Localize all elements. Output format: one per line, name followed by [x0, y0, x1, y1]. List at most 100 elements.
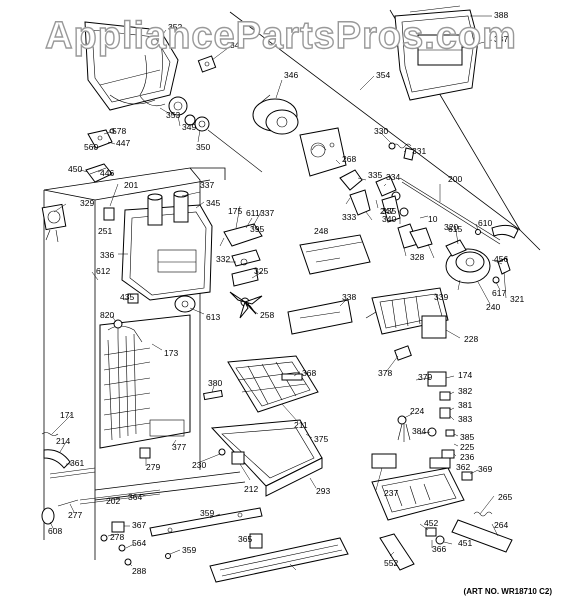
fan-268 — [41, 203, 67, 243]
callout-578: 578 — [112, 126, 126, 136]
base-rail-277 — [149, 507, 263, 537]
callout-820: 820 — [100, 310, 114, 320]
drain-tube — [41, 432, 96, 479]
callout-452: 452 — [424, 518, 438, 528]
callout-385: 385 — [460, 432, 474, 442]
callout-248: 248 — [314, 226, 328, 236]
callout-334: 334 — [386, 172, 400, 182]
ice-pan — [210, 419, 323, 497]
rail-202 — [79, 489, 161, 505]
callout-365: 365 — [238, 534, 252, 544]
callout-340: 340 — [382, 214, 396, 224]
fan-bracket — [223, 223, 263, 287]
callout-332: 332 — [216, 254, 230, 264]
dispenser-door — [394, 5, 479, 101]
callout-346: 346 — [284, 70, 298, 80]
callout-610: 610 — [478, 218, 492, 228]
callout-564: 564 — [132, 538, 146, 548]
ice-maker-820 — [365, 287, 449, 339]
grille-288 — [209, 537, 349, 583]
callout-617: 617 — [492, 288, 506, 298]
callout-278: 278 — [110, 532, 124, 542]
motor-435 — [174, 295, 196, 313]
callout-352: 352 — [168, 22, 182, 32]
callout-330: 330 — [374, 126, 388, 136]
callout-325: 325 — [254, 266, 268, 276]
auger-motor — [252, 94, 299, 135]
mounting-plate-345 — [299, 127, 347, 177]
bracket-450 — [85, 163, 113, 183]
callout-611: 611 — [246, 208, 260, 218]
callout-450: 450 — [68, 164, 82, 174]
callout-366: 366 — [432, 544, 446, 554]
callout-435: 435 — [120, 292, 134, 302]
callout-251: 251 — [98, 226, 112, 236]
callout-369: 369 — [478, 464, 492, 474]
callout-175: 175 — [228, 206, 242, 216]
freezer-cabinet-frame — [43, 9, 541, 560]
callout-359: 359 — [200, 508, 214, 518]
callout-321: 321 — [510, 294, 524, 304]
bracket-328 — [491, 224, 519, 239]
callout-354: 354 — [376, 70, 390, 80]
callout-338: 338 — [342, 292, 356, 302]
callout-258: 258 — [260, 310, 274, 320]
part-264 — [41, 499, 79, 525]
callout-212: 212 — [244, 484, 258, 494]
auger-assembly — [139, 95, 263, 173]
spring-330 — [388, 142, 415, 161]
part-362 — [461, 471, 473, 481]
callout-201: 201 — [124, 180, 138, 190]
callout-236: 236 — [460, 452, 474, 462]
watermark-text: AppliancePartsPros.com — [45, 15, 517, 57]
callout-230: 230 — [192, 460, 206, 470]
callout-384: 384 — [412, 426, 426, 436]
callout-333: 333 — [342, 212, 356, 222]
callout-240: 240 — [486, 302, 500, 312]
part-174 — [203, 389, 223, 401]
dispenser-linkage — [339, 169, 433, 249]
callout-379: 379 — [418, 372, 432, 382]
fan-blade-613 — [229, 291, 263, 319]
freezer-basket — [227, 355, 319, 413]
callout-171: 171 — [60, 410, 74, 420]
callout-10: 10 — [428, 214, 438, 224]
callout-345: 345 — [206, 198, 220, 208]
valve-parts — [397, 371, 455, 459]
callout-237: 237 — [384, 488, 398, 498]
callout-200: 200 — [448, 174, 462, 184]
parts-364-359 — [379, 511, 513, 571]
panel-395 — [299, 234, 371, 275]
callout-388: 388 — [494, 10, 508, 20]
callout-608: 608 — [48, 526, 62, 536]
callout-337: 337 — [200, 180, 214, 190]
callout-451: 451 — [458, 538, 472, 548]
callout-378: 378 — [378, 368, 392, 378]
callout-224: 224 — [410, 406, 424, 416]
part-368 — [394, 345, 412, 361]
clip-278 — [249, 533, 263, 549]
callout-279: 279 — [146, 462, 160, 472]
callout-383: 383 — [458, 414, 472, 424]
callout-367: 367 — [132, 520, 146, 530]
leader-lines — [49, 15, 507, 571]
callout-615: 615 — [448, 224, 462, 234]
callout-264: 264 — [494, 520, 508, 530]
callout-228: 228 — [464, 334, 478, 344]
callout-552: 552 — [384, 558, 398, 568]
callout-387: 387 — [494, 34, 508, 44]
callout-348: 348 — [230, 40, 244, 50]
clip-348 — [197, 55, 217, 73]
callout-173: 173 — [164, 348, 178, 358]
callout-339: 339 — [434, 292, 448, 302]
part-230 — [139, 447, 151, 459]
callout-336: 336 — [100, 250, 114, 260]
callout-456: 456 — [494, 254, 508, 264]
callout-277: 277 — [68, 510, 82, 520]
bracket-578 — [87, 128, 115, 149]
screw-10 — [475, 229, 481, 235]
callout-613: 613 — [206, 312, 220, 322]
callout-382: 382 — [458, 386, 472, 396]
